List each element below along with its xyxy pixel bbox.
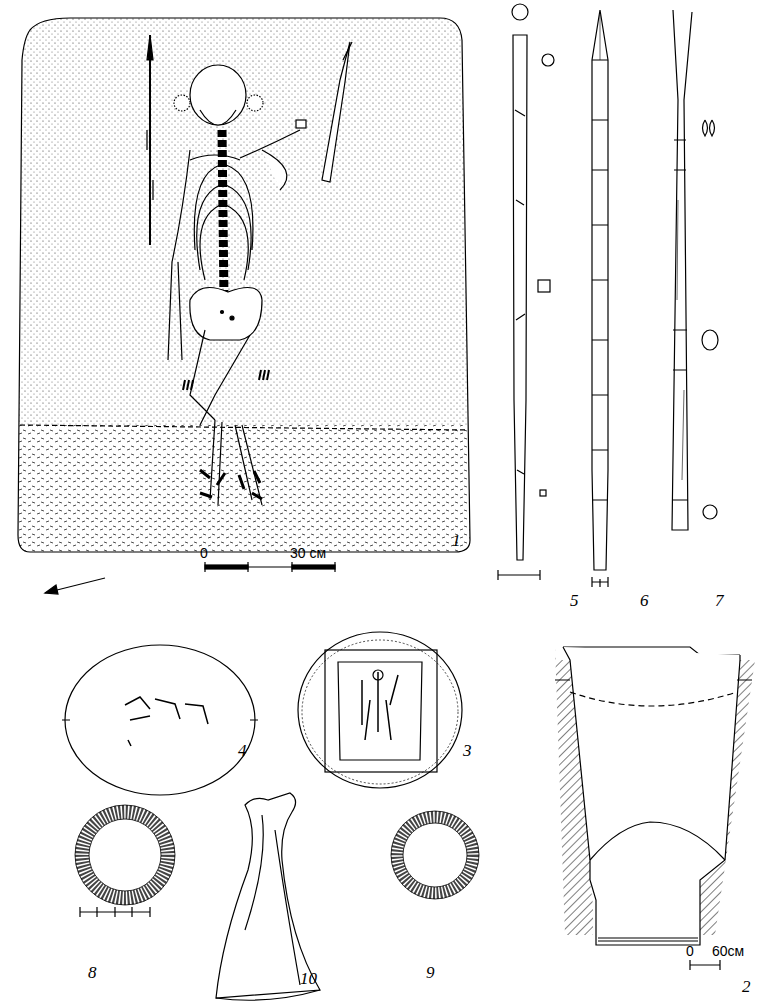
figure-number: 8 xyxy=(88,964,97,981)
scale-value: 0 xyxy=(686,944,694,958)
figure-number: 9 xyxy=(426,964,435,981)
scale-value: 30 см xyxy=(290,546,326,560)
figure-number: 1 xyxy=(452,532,461,549)
scale-value: 60см xyxy=(712,944,744,958)
figure-number: 4 xyxy=(238,742,247,759)
scale-value: 0 xyxy=(200,546,208,560)
figure-number: 3 xyxy=(463,742,472,759)
figure-number: 7 xyxy=(715,592,724,609)
figure-number: 2 xyxy=(742,978,751,995)
figure-number: 6 xyxy=(640,592,649,609)
figure-number: 10 xyxy=(300,970,317,987)
figure-number: 5 xyxy=(570,592,579,609)
